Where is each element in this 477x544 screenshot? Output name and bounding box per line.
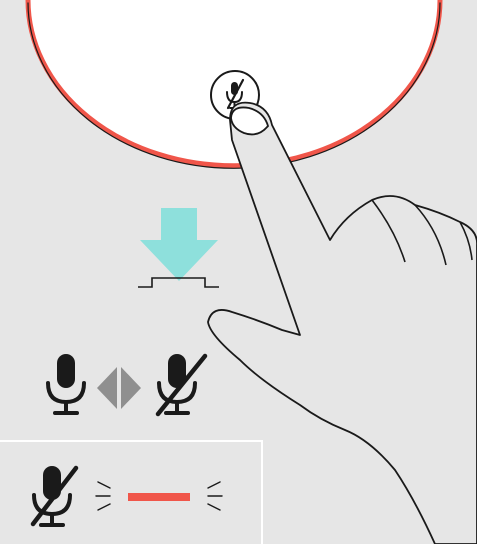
press-arrow-icon bbox=[140, 208, 218, 281]
toggle-arrows-icon bbox=[97, 367, 141, 409]
mute-toggle-states bbox=[48, 354, 205, 414]
mic-on-icon bbox=[48, 354, 84, 413]
press-instruction bbox=[138, 208, 219, 287]
mic-muted-icon bbox=[158, 354, 205, 414]
led-panel-frame bbox=[0, 440, 263, 544]
